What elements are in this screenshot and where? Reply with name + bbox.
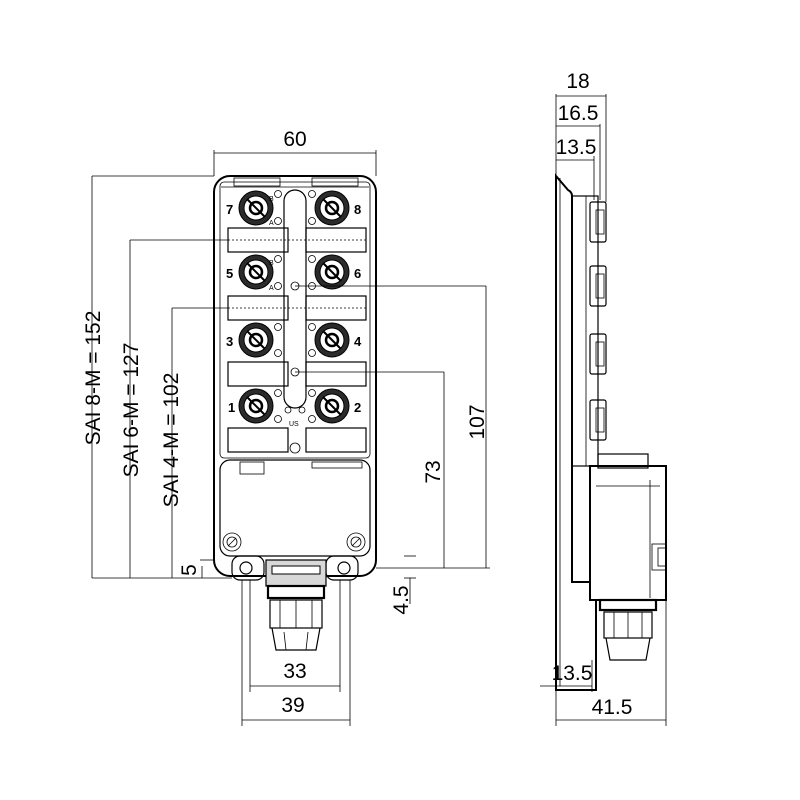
port-label-3: 3 <box>226 334 233 349</box>
side-connector-1 <box>589 201 607 243</box>
side-view <box>555 173 667 691</box>
connector-6 <box>314 254 350 290</box>
label-strip-right-3 <box>305 361 367 387</box>
connector-2 <box>314 388 350 424</box>
dim-5: 5 <box>178 564 201 576</box>
pin-a-7: A <box>269 220 274 227</box>
port-label-2: 2 <box>354 400 361 415</box>
connector-7 <box>238 190 274 226</box>
dim-sai8: SAI 8-M = 152 <box>82 311 105 446</box>
connector-1 <box>238 388 274 424</box>
side-cable-gland <box>598 598 658 661</box>
label-strip-right-4 <box>305 427 367 453</box>
side-connector-4 <box>589 399 607 441</box>
port-label-8: 8 <box>354 202 361 217</box>
connector-8 <box>314 190 350 226</box>
dim-sai6: SAI 6-M = 127 <box>120 343 143 478</box>
front-dimensions: 60 SAI 8-M = 152 SAI 6-M = 127 SAI 4-M =… <box>82 128 490 726</box>
label-strip-left-4 <box>227 427 289 453</box>
front-view: 7 8 5 6 3 4 1 2 B A B A US <box>213 175 377 651</box>
dim-side-18: 18 <box>566 70 589 93</box>
cable-gland <box>266 584 326 651</box>
side-dimensions: 18 16.5 13.5 13.5 41.5 <box>540 70 667 726</box>
dim-107: 107 <box>466 404 489 439</box>
dim-sai4: SAI 4-M = 102 <box>160 373 183 508</box>
pin-b-5: B <box>269 260 274 267</box>
dim-side-16-5: 16.5 <box>558 102 599 125</box>
port-label-4: 4 <box>354 334 362 349</box>
port-label-7: 7 <box>226 202 233 217</box>
dim-33: 33 <box>283 660 306 683</box>
dim-60: 60 <box>283 128 306 151</box>
screw-left <box>222 532 242 552</box>
us-indicator-label: US <box>289 421 299 428</box>
housing-inner <box>219 181 371 459</box>
port-label-5: 5 <box>226 266 233 281</box>
connector-5 <box>238 254 274 290</box>
dim-side-41-5: 41.5 <box>592 696 633 719</box>
side-connector-2 <box>589 265 607 307</box>
connector-4 <box>314 322 350 358</box>
label-strip-left-3 <box>227 361 289 387</box>
port-label-6: 6 <box>354 266 361 281</box>
dim-side-13-5-top: 13.5 <box>556 136 597 159</box>
dim-4-5: 4.5 <box>390 585 413 614</box>
pin-a-5: A <box>269 285 274 292</box>
cable-cover <box>219 459 371 557</box>
dim-side-13-5-bottom: 13.5 <box>552 662 593 685</box>
pin-b-7: B <box>269 196 274 203</box>
dim-73: 73 <box>422 460 445 483</box>
port-label-1: 1 <box>228 400 235 415</box>
screw-right <box>346 532 366 552</box>
dim-39: 39 <box>281 694 304 717</box>
side-lower-body <box>589 465 667 601</box>
connector-3 <box>238 322 274 358</box>
side-connector-3 <box>589 333 607 375</box>
